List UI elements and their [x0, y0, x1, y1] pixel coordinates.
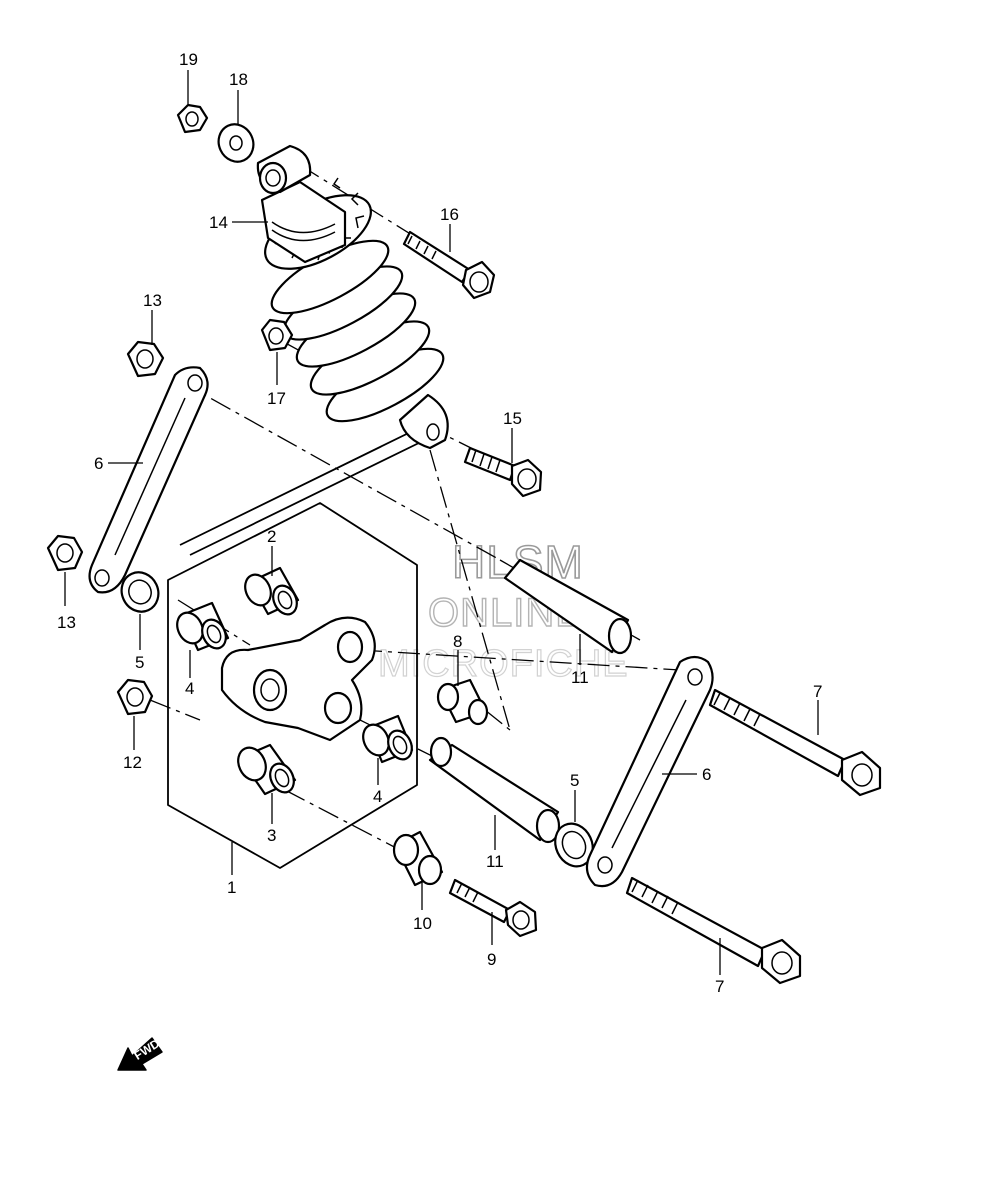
- spacer-11-upper: [503, 558, 633, 655]
- callout-5-right: 5: [570, 771, 579, 790]
- callout-6-right: 6: [702, 765, 711, 784]
- nut-13-upper: [126, 340, 165, 378]
- callout-7-lower: 7: [715, 977, 724, 996]
- fwd-arrow-icon: FWD: [117, 1036, 163, 1071]
- callout-6-left: 6: [94, 454, 103, 473]
- bearing-4-left: [176, 601, 230, 652]
- nut-12: [116, 678, 154, 716]
- callout-17: 17: [267, 389, 286, 408]
- rear-shock-absorber: [256, 144, 449, 450]
- callout-9: 9: [487, 950, 496, 969]
- bearing-2: [244, 566, 300, 616]
- callout-12: 12: [123, 753, 142, 772]
- watermark-line-3: MICROFICHE: [378, 643, 629, 685]
- bolt-9: [448, 878, 538, 938]
- alignment-lines: [149, 164, 681, 851]
- callout-13-lower: 13: [57, 613, 76, 632]
- cushion-rod-6-left: [88, 366, 209, 594]
- bolt-15: [463, 446, 543, 498]
- bolt-7-lower: [625, 876, 802, 985]
- nut-17: [260, 318, 294, 352]
- cushion-rod-6-right: [585, 655, 714, 888]
- dust-seal-5-right: [554, 822, 594, 868]
- cushion-bracket-outline: [179, 424, 426, 556]
- bearing-3: [237, 743, 297, 796]
- callout-14: 14: [209, 213, 228, 232]
- leader-lines: [64, 70, 819, 975]
- callout-11-lower: 11: [486, 852, 504, 871]
- bolt-16: [402, 230, 496, 300]
- cushion-lever: [220, 616, 376, 742]
- spacer-8: [436, 678, 489, 726]
- bolt-7-upper: [708, 688, 882, 797]
- callout-4-right: 4: [373, 787, 382, 806]
- callout-10: 10: [413, 914, 432, 933]
- spacer-10: [392, 830, 444, 887]
- callout-2: 2: [267, 527, 276, 546]
- callout-16: 16: [440, 205, 459, 224]
- dust-seal-5-left: [120, 571, 160, 613]
- callout-1: 1: [227, 878, 236, 897]
- spacer-11-lower: [428, 736, 561, 844]
- callout-8: 8: [453, 632, 462, 651]
- nut-13-lower: [46, 534, 84, 572]
- callout-7-upper: 7: [813, 682, 822, 701]
- callout-13-upper: 13: [143, 291, 162, 310]
- nut-19: [176, 103, 209, 134]
- callout-5-left: 5: [135, 653, 144, 672]
- lever-assembly-frame: [167, 502, 418, 869]
- callout-11-upper: 11: [571, 668, 589, 687]
- callout-4-left: 4: [185, 679, 194, 698]
- callout-labels: 19 18 16 14 13 17 15 6 2 13 5 8 11 4 7 1…: [57, 50, 822, 996]
- callout-3: 3: [267, 826, 276, 845]
- callout-19: 19: [179, 50, 198, 69]
- washer-18: [217, 123, 255, 163]
- callout-15: 15: [503, 409, 522, 428]
- bearing-4-right: [362, 714, 414, 764]
- callout-18: 18: [229, 70, 248, 89]
